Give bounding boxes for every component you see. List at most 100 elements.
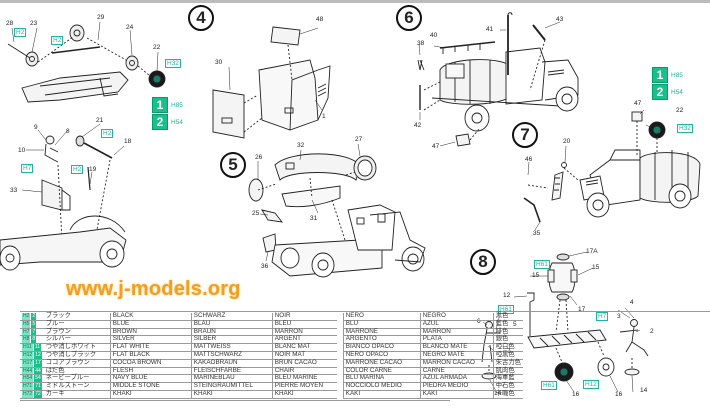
color-name-zh: 朱古力色 bbox=[492, 359, 523, 368]
color-name-de: STEINGRAUMITTEL bbox=[190, 382, 273, 391]
page-top-rule bbox=[0, 0, 710, 3]
color-name-it: NERO OPACO bbox=[342, 351, 421, 360]
step-5-badge: 5 bbox=[220, 152, 246, 178]
paint-number: 17 bbox=[34, 359, 42, 367]
color-name-jp: つや消しホワイト bbox=[43, 343, 111, 352]
color-name-jp: ネービーブルー bbox=[43, 375, 111, 384]
color-name-jp: つや消しブラック bbox=[43, 351, 111, 360]
paint-number: 7 bbox=[31, 328, 37, 336]
step3-chassis-lower bbox=[0, 215, 127, 271]
paint-number: 12 bbox=[34, 351, 42, 359]
h-code: H44 bbox=[22, 367, 34, 375]
color-name-fr: BLEU MARINE bbox=[271, 375, 338, 384]
part-label: 12 bbox=[503, 292, 511, 299]
paint-callout: H2 bbox=[101, 129, 114, 138]
part-label: 48 bbox=[316, 16, 324, 23]
color-name-es: AZUL bbox=[419, 320, 494, 329]
part-label: 41 bbox=[486, 26, 494, 33]
h-code: H8 bbox=[22, 336, 31, 344]
color-name-en: NAVY BLUE bbox=[109, 375, 192, 384]
part-label: 21 bbox=[96, 117, 104, 124]
table-gap bbox=[336, 313, 344, 321]
paint-number: 72 bbox=[34, 390, 42, 398]
step-number: 6 bbox=[404, 8, 414, 27]
part-label: 18 bbox=[124, 138, 132, 145]
color-name-it: NOCCIOLO MEDIO bbox=[342, 382, 421, 391]
color-name-de: FLEISCHFARBE bbox=[190, 367, 273, 376]
color-name-de: SCHWARZ bbox=[190, 312, 273, 321]
color-name-es: MARRON bbox=[419, 328, 494, 337]
color-name-en: SILVER bbox=[109, 336, 192, 345]
part-label: 26 bbox=[255, 154, 263, 161]
wheel-22-painted bbox=[148, 70, 166, 88]
step5-tank-drawing bbox=[248, 153, 377, 253]
color-name-zh: 卡嘰色 bbox=[492, 390, 523, 399]
h-code: H17 bbox=[22, 359, 34, 367]
steering-column bbox=[83, 142, 113, 159]
color-name-zh: 啞黒色 bbox=[492, 351, 523, 360]
part-label: 32 bbox=[297, 142, 305, 149]
part-label: 1 bbox=[322, 113, 326, 120]
color-name-zh: 啞白色 bbox=[492, 343, 523, 352]
color-name-es: BLANCO MATE bbox=[419, 343, 494, 352]
color-name-jp: ブラウン bbox=[43, 328, 111, 337]
paint-callout: H7 bbox=[596, 312, 609, 321]
wheel-23 bbox=[25, 51, 39, 67]
color-name-es: CARNE bbox=[419, 367, 494, 376]
part-label: 17 bbox=[578, 306, 586, 313]
table-gap bbox=[336, 320, 344, 329]
paint-number: 8 bbox=[31, 336, 37, 344]
paint-callout: H2 bbox=[14, 28, 27, 37]
paint-number: 2 bbox=[31, 313, 37, 320]
color-name-it: NERO bbox=[342, 312, 421, 321]
color-name-de: BLAU bbox=[190, 320, 273, 329]
color-name-fr: ARGENT bbox=[271, 336, 338, 345]
color-name-de: KAKAOBRAUN bbox=[190, 359, 273, 368]
paint-number: 54 bbox=[34, 375, 42, 383]
color-name-en: FLAT WHITE bbox=[109, 343, 192, 352]
part-label: 29 bbox=[97, 14, 105, 21]
lever-19 bbox=[87, 166, 91, 191]
wheel-24 bbox=[125, 55, 139, 71]
color-name-it: MARRONE bbox=[342, 328, 421, 337]
color-name-en: FLAT BLACK bbox=[109, 351, 192, 360]
table-gap bbox=[336, 359, 344, 368]
color-name-de: BRAUN bbox=[190, 328, 273, 337]
step5-truck-drawing bbox=[271, 204, 426, 278]
step7-truck-drawing bbox=[523, 111, 701, 223]
part-label: 10 bbox=[18, 147, 26, 154]
step4-cab-drawing bbox=[212, 26, 331, 139]
color-name-de: MARINEBLAU bbox=[190, 375, 273, 384]
part-label: 3 bbox=[617, 313, 621, 320]
color-name-fr: CHAIR bbox=[271, 367, 338, 376]
part-label: 47 bbox=[634, 100, 642, 107]
color-name-de: MATTSCHWARZ bbox=[190, 351, 273, 360]
step3-chassis-drawing bbox=[21, 71, 129, 103]
step3-seat-figure bbox=[41, 135, 71, 211]
watermark-text: www.j-models.org bbox=[66, 278, 241, 300]
paint-number: 11 bbox=[33, 344, 42, 351]
part-label: 35 bbox=[533, 230, 541, 237]
step-number: 4 bbox=[196, 8, 206, 27]
color-name-fr: KHAKI bbox=[271, 390, 338, 399]
color-name-es: PLATA bbox=[419, 336, 494, 345]
part-label: 22 bbox=[153, 44, 161, 51]
part-label: 16 bbox=[572, 391, 580, 398]
part-label: 43 bbox=[556, 16, 564, 23]
